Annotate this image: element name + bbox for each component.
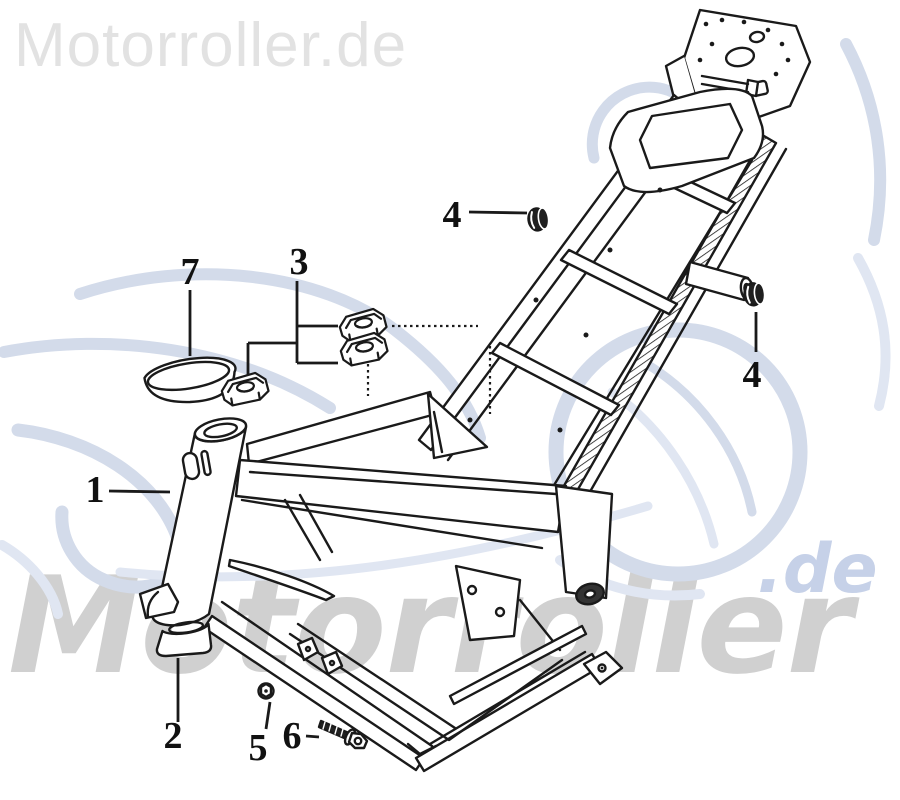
bolt-part-6	[317, 719, 369, 750]
callout-label: 6	[283, 715, 302, 757]
frame-drawing	[138, 8, 812, 773]
callout-label: 3	[290, 241, 309, 283]
callout-label: 1	[86, 469, 105, 511]
cap-part-7	[143, 356, 237, 404]
callout-label: 4	[743, 354, 762, 396]
rear-subframe	[417, 87, 788, 527]
callout-label: 2	[164, 715, 183, 757]
watermark-domain-text: .de	[757, 530, 878, 609]
callout-leader-line	[468, 210, 528, 215]
callout-leader-line	[305, 734, 320, 739]
logo-text: Motorroller.de	[14, 11, 408, 80]
callout-label: 7	[181, 251, 200, 293]
callout-label: 5	[249, 727, 268, 769]
main-spar	[234, 390, 568, 562]
callout-label: 4	[443, 194, 462, 236]
head-tube-part-1	[138, 417, 248, 627]
nut-part-5	[257, 682, 275, 700]
buffer-part-2	[155, 620, 213, 658]
lower-cradle	[202, 558, 624, 773]
callout-leader-line	[264, 701, 272, 730]
callout-leader-line	[108, 489, 171, 494]
rear-junction	[454, 484, 614, 652]
